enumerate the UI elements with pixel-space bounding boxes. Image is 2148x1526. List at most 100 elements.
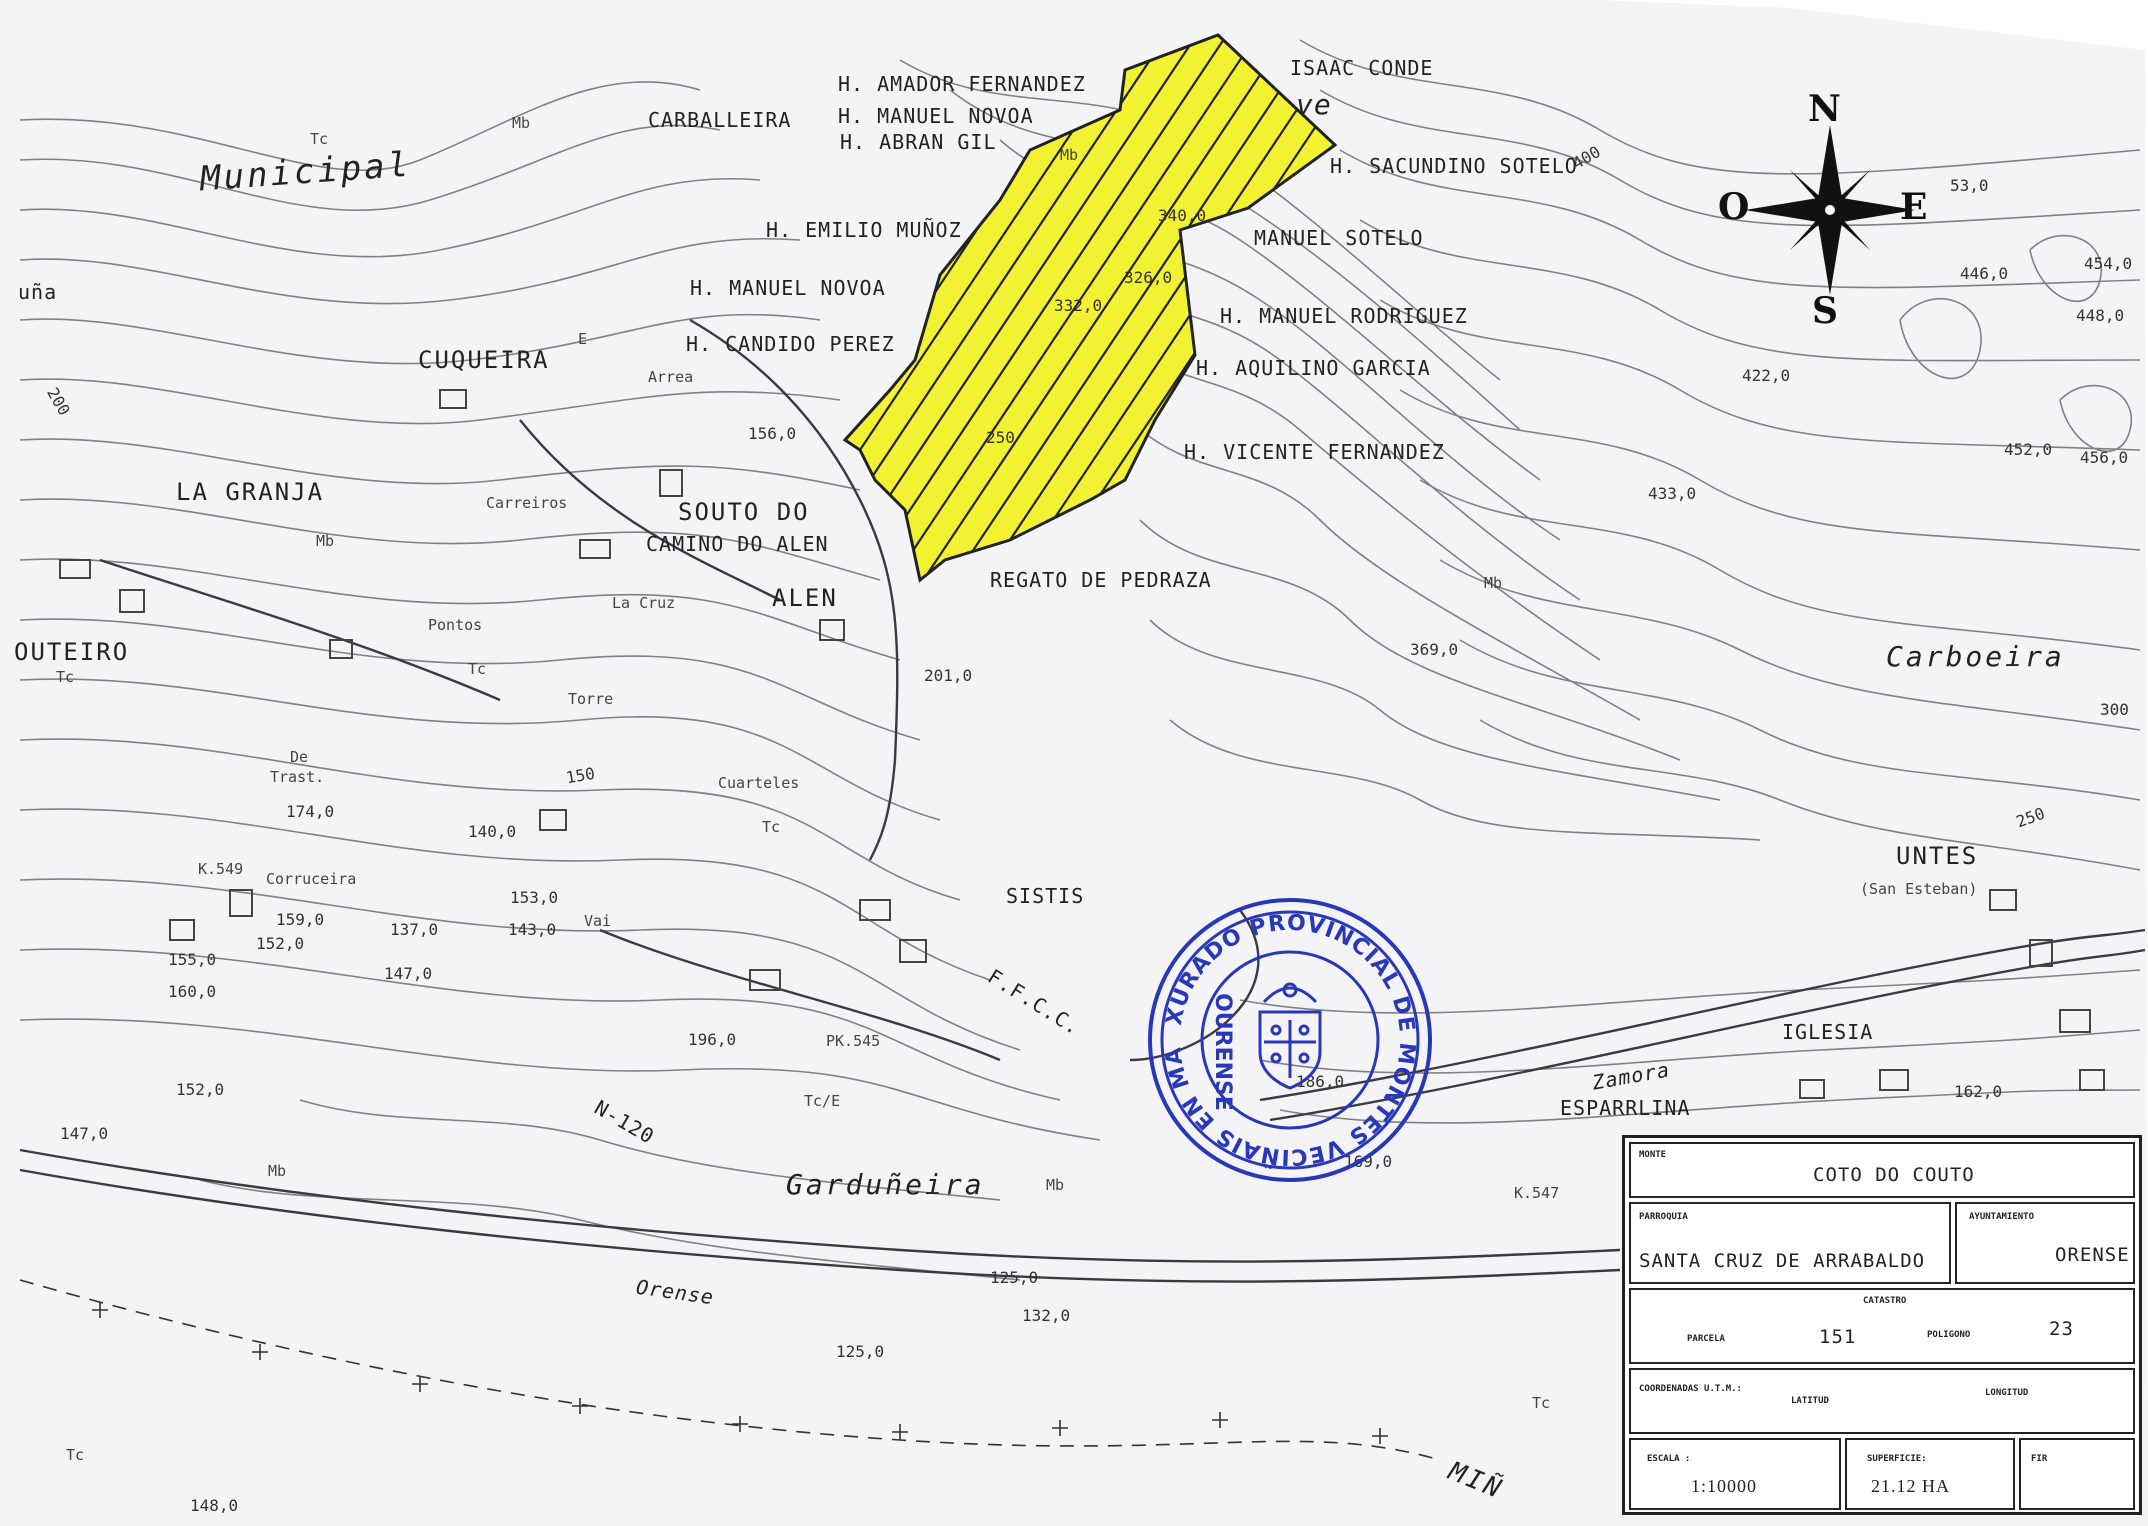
code-tc: Tc [468,660,487,678]
label-carreiros: Carreiros [486,494,568,512]
escala-caption: ESCALA : [1647,1454,1691,1464]
owner-label: H. EMILIO MUÑOZ [766,218,962,242]
elevation-label: 152,0 [256,934,305,953]
code-mb: Mb [1484,574,1503,592]
code-mb: Mb [1060,146,1079,164]
code-tc-e: Tc/E [804,1092,841,1110]
official-seal: XURADO PROVINCIAL DE MONTES VECIÑAIS EN … [1148,898,1432,1182]
owner-label: ISAAC CONDE [1290,56,1434,80]
owner-label: H. AMADOR FERNANDEZ [838,72,1086,96]
code-tc: Tc [66,1446,85,1464]
elevation-label: 448,0 [2076,306,2125,325]
elevation-label: 143,0 [508,920,557,939]
label-de: De [290,748,309,766]
owner-label: H. MANUEL NOVOA [838,104,1034,128]
elevation-label: 147,0 [60,1124,109,1143]
label-ve: ve [1296,88,1332,121]
coordinates-caption: COORDENADAS U.T.M.: [1639,1384,1742,1394]
label-vai: Vai [584,912,612,930]
elevation-label: 369,0 [1410,640,1459,659]
superficie-caption: SUPERFICIE: [1867,1454,1927,1464]
label-una: uña [18,280,58,304]
poligono-caption: POLIGONO [1927,1330,1971,1340]
label-gardunheira: Garduñeira [786,1168,985,1201]
coat-of-arms-icon [1258,982,1322,1090]
owner-label: H. MANUEL RODRIGUEZ [1220,304,1468,328]
label-trast: Trast. [270,768,325,786]
label-cuqueira: CUQUEIRA [418,346,550,374]
compass-rose [1745,125,1915,295]
ayuntamiento-value: ORENSE [2055,1244,2130,1266]
code-mb: Mb [512,114,531,132]
seal-graphic: XURADO PROVINCIAL DE MONTES VECIÑAIS EN … [1152,902,1420,1170]
label-iglesia: IGLESIA [1782,1020,1874,1044]
elevation-label: 452,0 [2004,440,2053,459]
catastro-cell: CATASTRO PARCELA 151 POLIGONO 23 [1629,1288,2135,1364]
elevation-label: 152,0 [176,1080,225,1099]
parroquia-caption: PARROQUIA [1639,1212,1688,1222]
label-la-cruz: La Cruz [612,594,676,612]
superficie-value: 21.12 HA [1871,1476,1950,1496]
poligono-value: 23 [2049,1318,2074,1340]
code-e: E [578,330,588,348]
escala-value: 1:10000 [1691,1476,1758,1496]
elevation-label: 340,0 [1158,206,1207,225]
label-sistis: SISTIS [1006,884,1085,908]
label-regato-de-pedraza: REGATO DE PEDRAZA [990,568,1212,592]
code-tc: Tc [310,130,329,148]
parcela-caption: PARCELA [1687,1334,1725,1344]
label-cuarteles: Cuarteles [718,774,800,792]
label-carballeira: CARBALLEIRA [648,108,792,132]
elevation-label: 53,0 [1950,176,1989,195]
label-san-esteban: (San Esteban) [1860,880,1978,898]
elevation-label: 174,0 [286,802,335,821]
owner-label: H. VICENTE FERNANDEZ [1184,440,1445,464]
owner-label: H. CANDIDO PEREZ [686,332,895,356]
label-outeiro: OUTEIRO [14,638,130,666]
code-tc: Tc [762,818,781,836]
code-mb: Mb [268,1162,287,1180]
compass-west: O [1718,186,1750,228]
firma-caption: FIR [2031,1454,2048,1464]
code-mb: Mb [316,532,335,550]
elevation-label: 422,0 [1742,366,1791,385]
elevation-label: 446,0 [1960,264,2009,283]
label-carboeira: Carboeira [1886,640,2065,673]
elevation-label: 332,0 [1054,296,1103,315]
compass-east: E [1900,186,1928,228]
parroquia-value: SANTA CRUZ DE ARRABALDO [1639,1250,1926,1272]
code-tc: Tc [56,668,75,686]
label-alen: ALEN [772,584,838,612]
elevation-label: 456,0 [2080,448,2129,467]
label-la-granja: LA GRANJA [176,478,325,506]
elevation-label: 125,0 [836,1342,885,1361]
catastro-caption: CATASTRO [1863,1296,1907,1306]
elevation-label: 160,0 [168,982,217,1001]
monte-value: COTO DO COUTO [1813,1164,1975,1186]
code-pk545: PK.545 [826,1032,881,1050]
label-corruceira: Corruceira [266,870,357,888]
label-untes: UNTES [1896,842,1979,870]
label-camino-do-alen: CAMINO DO ALEN [646,532,829,556]
label-torre: Torre [568,690,614,708]
compass-south: S [1812,290,1838,332]
code-mb: Mb [1046,1176,1065,1194]
code-k549: K.549 [198,860,244,878]
elevation-label: 326,0 [1124,268,1173,287]
escala-cell: ESCALA : 1:10000 [1629,1438,1841,1510]
elevation-label: 201,0 [924,666,973,685]
elevation-label: 454,0 [2084,254,2133,273]
monte-cell: MONTE COTO DO COUTO [1629,1142,2135,1198]
seal-inner-text: OURENSE [1210,993,1235,1111]
elevation-label: 196,0 [688,1030,737,1049]
superficie-cell: SUPERFICIE: 21.12 HA [1845,1438,2015,1510]
elevation-label: 148,0 [190,1496,239,1515]
owner-label: H. MANUEL NOVOA [690,276,886,300]
coordinates-cell: COORDENADAS U.T.M.: LATITUD LONGITUD [1629,1368,2135,1434]
compass-north: N [1808,88,1841,130]
elevation-label: 140,0 [468,822,517,841]
elevation-label: 153,0 [510,888,559,907]
latitud-caption: LATITUD [1791,1396,1829,1406]
